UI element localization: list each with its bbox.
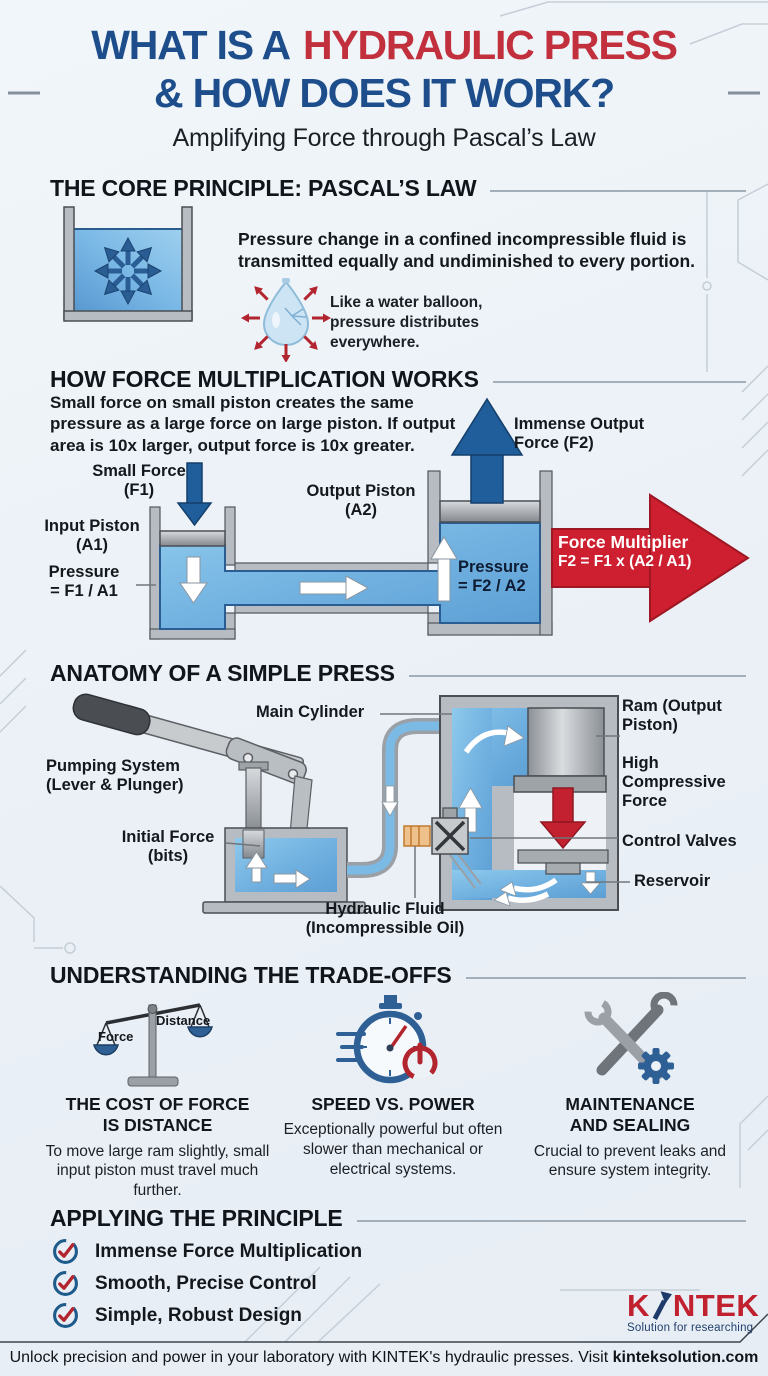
title-part-red: HYDRAULIC PRESS <box>302 22 678 68</box>
input-piston-shape <box>159 530 226 547</box>
label-control-valves: Control Valves <box>622 832 737 850</box>
checklist-text: Immense Force Multiplication <box>95 1240 363 1262</box>
ram-shape <box>513 707 607 793</box>
section-heading-text: UNDERSTANDING THE TRADE-OFFS <box>50 962 452 988</box>
label-input-piston: Input Piston (A1) <box>44 517 140 555</box>
tradeoff-body: Crucial to prevent leaks and ensure syst… <box>533 1142 727 1180</box>
intro-bold: If output area is 10x larger, output for… <box>50 414 456 455</box>
control-valve-shape <box>403 807 482 889</box>
label-small-force: Small Force (F1) <box>92 462 186 500</box>
output-piston-shape <box>439 500 541 523</box>
section-heading-applying: APPLYING THE PRINCIPLE <box>50 1205 746 1232</box>
output-force-arrow <box>450 397 524 504</box>
scale-distance-label: Distance <box>156 1013 211 1028</box>
check-icon <box>53 1239 78 1264</box>
label-connector-lines <box>225 713 630 898</box>
section-heading-multiplication: HOW FORCE MULTIPLICATION WORKS <box>50 366 746 393</box>
pressure-input-line1: Pressure <box>48 563 120 581</box>
footer-text: Unlock precision and power in your labor… <box>0 1349 768 1367</box>
logo-letters-ntek: NTEK <box>672 1288 760 1323</box>
heading-rule <box>408 675 746 677</box>
label-pressure-input: Pressure = F1 / A1 <box>34 563 134 601</box>
principle-body-text: Pressure change in a confined incompress… <box>238 228 696 271</box>
multiplier-formula: F2 = F1 x (A2 / A1) <box>558 553 692 570</box>
label-hydraulic-fluid: Hydraulic Fluid (Incompressible Oil) <box>305 900 465 938</box>
tradeoff-body: To move large ram slightly, small input … <box>45 1142 270 1200</box>
label-output-piston: Output Piston (A2) <box>306 482 416 520</box>
scale-force-label: Force <box>98 1029 134 1044</box>
flow-arrows <box>179 536 458 604</box>
section-heading-text: HOW FORCE MULTIPLICATION WORKS <box>50 366 479 392</box>
label-main-cylinder: Main Cylinder <box>256 703 365 721</box>
tradeoff-title: MAINTENANCE AND SEALING <box>565 1094 695 1136</box>
label-force-multiplier: Force Multiplier F2 = F1 x (A2 / A1) <box>558 532 750 572</box>
heading-rule <box>356 1220 746 1222</box>
press-anatomy-diagram <box>72 693 630 914</box>
section-heading-text: ANATOMY OF A SIMPLE PRESS <box>50 660 395 686</box>
pressure-output-line1: Pressure <box>458 558 529 576</box>
intro-regular: Small force on small piston creates the … <box>50 393 414 434</box>
tradeoff-col-force-distance: THE COST OF FORCE IS DISTANCE To move la… <box>40 1094 275 1201</box>
pressure-output-line2: = F2 / A2 <box>458 577 526 596</box>
label-high-compressive-force: High Compressive Force <box>622 754 726 811</box>
page-title-line2: & HOW DOES IT WORK? <box>153 70 615 116</box>
heading-rule <box>490 190 746 192</box>
checklist-text: Smooth, Precise Control <box>95 1272 317 1294</box>
label-immense-output: Immense Output Force (F2) <box>514 415 645 453</box>
section-heading-text: THE CORE PRINCIPLE: PASCAL’S LAW <box>50 175 477 201</box>
pump-lever <box>72 693 307 785</box>
pressure-input-line2: = F1 / A1 <box>50 582 118 601</box>
wrench-gear-icon <box>584 992 678 1084</box>
force-multiplication-diagram <box>136 397 750 640</box>
section-heading-tradeoffs: UNDERSTANDING THE TRADE-OFFS <box>50 962 746 989</box>
input-force-arrow <box>176 462 213 527</box>
multiplication-intro: Small force on small piston creates the … <box>50 392 466 456</box>
balance-scale-icon-wrap: Force Distance <box>92 993 217 1093</box>
stopwatch-icon <box>336 995 438 1084</box>
balance-scale-icon <box>92 1003 214 1087</box>
force-multiplier-arrow <box>551 493 750 623</box>
checklist-item: Immense Force Multiplication <box>52 1238 362 1265</box>
logo-tagline: Solution for researching <box>627 1322 754 1334</box>
checklist-text: Simple, Robust Design <box>95 1304 302 1326</box>
label-initial-force: Initial Force (bits) <box>121 828 215 866</box>
kintek-logo-arrow-icon <box>652 1291 672 1320</box>
title-part-blue: WHAT IS A <box>91 22 291 68</box>
multiplier-title: Force Multiplier <box>558 532 689 552</box>
label-ram: Ram (Output Piston) <box>622 697 722 735</box>
section-heading-text: APPLYING THE PRINCIPLE <box>50 1205 343 1231</box>
footer-text-regular: Unlock precision and power in your labor… <box>9 1349 613 1366</box>
section-heading-principle: THE CORE PRINCIPLE: PASCAL’S LAW <box>50 175 746 202</box>
label-pressure-output: Pressure = F2 / A2 <box>458 558 550 596</box>
tradeoff-title: SPEED VS. POWER <box>311 1094 475 1114</box>
section-heading-anatomy: ANATOMY OF A SIMPLE PRESS <box>50 660 746 687</box>
water-balloon-icon <box>240 278 332 362</box>
tradeoff-body: Exceptionally powerful but often slower … <box>283 1121 503 1178</box>
footer-link: kinteksolution.com <box>612 1349 759 1366</box>
page-title: WHAT IS A HYDRAULIC PRESS <box>0 22 768 69</box>
pascal-container-illustration <box>63 206 193 322</box>
page-subtitle: Amplifying Force through Pascal’s Law <box>172 124 596 152</box>
heading-rule <box>465 977 746 979</box>
check-icon <box>53 1303 78 1328</box>
check-icon <box>53 1271 78 1296</box>
balloon-caption: Like a water balloon, pressure distribut… <box>330 294 483 352</box>
checklist-item: Smooth, Precise Control <box>52 1270 317 1297</box>
compressive-force-arrow <box>539 787 587 850</box>
tradeoff-title: THE COST OF FORCE IS DISTANCE <box>65 1094 250 1136</box>
gear-shape <box>638 1048 674 1084</box>
tradeoff-col-speed-power: SPEED VS. POWER Exceptionally powerful b… <box>278 1094 508 1179</box>
tradeoff-col-maintenance: MAINTENANCE AND SEALING Crucial to preve… <box>524 1094 736 1181</box>
logo-letter-k: K <box>627 1288 650 1323</box>
label-reservoir: Reservoir <box>634 872 711 890</box>
heading-rule <box>492 381 746 383</box>
label-pumping-system: Pumping System (Lever & Plunger) <box>46 757 184 795</box>
checklist-item: Simple, Robust Design <box>52 1302 302 1329</box>
kintek-logo: K NTEK Solution for researching <box>627 1290 759 1334</box>
